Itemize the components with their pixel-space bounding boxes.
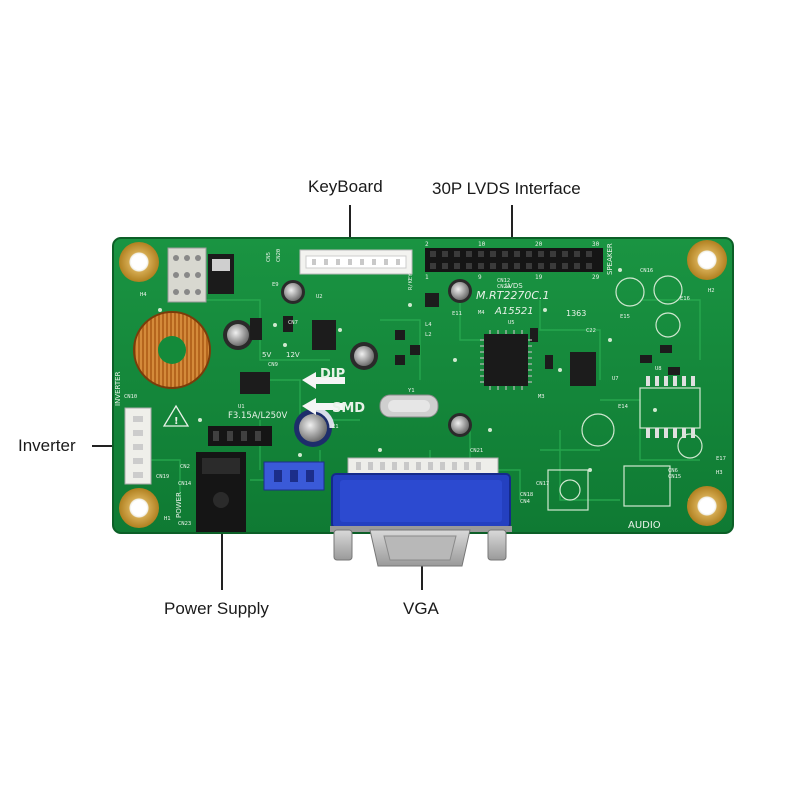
- designator: CN21: [470, 448, 483, 454]
- designator: CN14: [178, 481, 192, 487]
- designator: U1: [238, 404, 245, 410]
- designator: CN9: [268, 362, 278, 368]
- designator: CN10: [124, 394, 137, 400]
- power-supply-label: Power Supply: [164, 599, 269, 618]
- designator: Y1: [408, 388, 415, 394]
- designator: M4: [478, 310, 485, 316]
- designator: H1: [164, 516, 171, 522]
- designator: E1: [332, 424, 339, 430]
- designator: H3: [716, 470, 723, 476]
- lvds-header: [425, 248, 603, 272]
- vga-connector: [330, 457, 512, 567]
- designator: CN20: [276, 249, 282, 262]
- inverter-label: Inverter: [18, 436, 76, 455]
- designator: U2: [316, 294, 323, 300]
- designator: CN4: [520, 499, 531, 505]
- capacitor-e1-large: [294, 406, 335, 447]
- mounting-hole-h1: [119, 488, 159, 528]
- designator: U7: [612, 376, 619, 382]
- inverter-connector: [124, 407, 152, 485]
- designator: CN7: [288, 320, 298, 326]
- designator: E16: [680, 296, 690, 302]
- pin-label: 20: [535, 241, 543, 248]
- designator: E11: [452, 311, 462, 317]
- designator: CN19: [156, 474, 169, 480]
- right-side-ics: [547, 275, 703, 511]
- designator: E15: [620, 314, 630, 320]
- silk-power: POWER: [175, 492, 183, 518]
- silk-audio: AUDIO: [628, 520, 661, 531]
- designator: U8: [655, 366, 662, 372]
- pin-label: 30: [592, 241, 600, 248]
- designator: H2: [708, 288, 715, 294]
- vga-label: VGA: [403, 599, 439, 618]
- designator: L4: [425, 322, 432, 328]
- designator: M3: [538, 394, 545, 400]
- capacitor-e9: [281, 280, 305, 304]
- lvds-interface-label: 30P LVDS Interface: [432, 179, 581, 198]
- svg-text:!: !: [174, 416, 179, 427]
- silk-fuse: F3.15A/L250V: [228, 411, 287, 421]
- designator: E14: [618, 404, 629, 410]
- capacitor-e11: [448, 279, 472, 303]
- silk-code: A15521: [494, 306, 534, 317]
- voltage-regulator: [208, 254, 234, 294]
- designator: U5: [508, 320, 515, 326]
- scaler-chip: [480, 330, 532, 390]
- mounting-hole-h2: [687, 240, 727, 280]
- lvds-pin-labels: 2 10 20 30 1 9 19 29: [425, 241, 600, 281]
- keyboard-connector: [299, 249, 413, 275]
- pin-label: 10: [478, 241, 486, 248]
- designator: L2: [425, 332, 432, 338]
- warning-triangle-icon: !: [162, 404, 190, 427]
- silk-1363: 1363: [566, 309, 586, 318]
- capacitor-e4: [448, 413, 472, 437]
- capacitor-e-mid: [350, 342, 378, 370]
- pin-label: 1: [425, 274, 429, 281]
- designator: H4: [140, 292, 147, 298]
- mounting-hole-h4: [119, 242, 159, 282]
- designator: R/KEY: [408, 273, 414, 290]
- silk-5v: 5V: [262, 351, 271, 359]
- designators: CN5 CN20 CN12 CN24 CN6 CN15 CN16 CN17 CN…: [124, 249, 726, 527]
- silk-12v: 12V: [286, 351, 300, 359]
- silk-dip: DIP: [320, 367, 345, 382]
- jumper-block: [167, 247, 207, 303]
- pin-label: 29: [592, 274, 600, 281]
- capacitor-u4: [223, 320, 253, 350]
- designator: C22: [586, 328, 596, 334]
- silk-smd: SMD: [332, 401, 365, 416]
- designator: CN18: [520, 492, 533, 498]
- pin-label: 9: [478, 274, 482, 281]
- mounting-hole-h3: [687, 486, 727, 526]
- crystal-y1: [379, 394, 439, 418]
- designator: CN16: [640, 268, 653, 274]
- toroid-inductor: [133, 311, 211, 389]
- silk-lvds: LVDS: [505, 282, 523, 290]
- blue-connector: [263, 461, 325, 491]
- designator: E17: [716, 456, 726, 462]
- designator: CN6: [668, 468, 678, 474]
- designator: CN5: [266, 252, 272, 262]
- designator: CN2: [180, 464, 190, 470]
- designator: CN17: [536, 481, 549, 487]
- pin-label: 2: [425, 241, 429, 248]
- dc-power-jack: [196, 452, 246, 532]
- dip-smd-arrows: [302, 372, 345, 415]
- power-header: [208, 426, 272, 446]
- designator: E9: [272, 282, 279, 288]
- silk-speaker: SPEAKER: [606, 243, 614, 275]
- silk-inverter: INVERTER: [114, 371, 122, 406]
- smd-components: [240, 293, 680, 394]
- designator: CN23: [178, 521, 191, 527]
- designator: CN12: [497, 278, 510, 284]
- keyboard-label: KeyBoard: [308, 177, 383, 196]
- pin-label: 19: [535, 274, 543, 281]
- silk-model: M.RT2270C.1: [476, 289, 550, 302]
- designator: CN15: [668, 474, 681, 480]
- designator: CN24: [497, 284, 511, 290]
